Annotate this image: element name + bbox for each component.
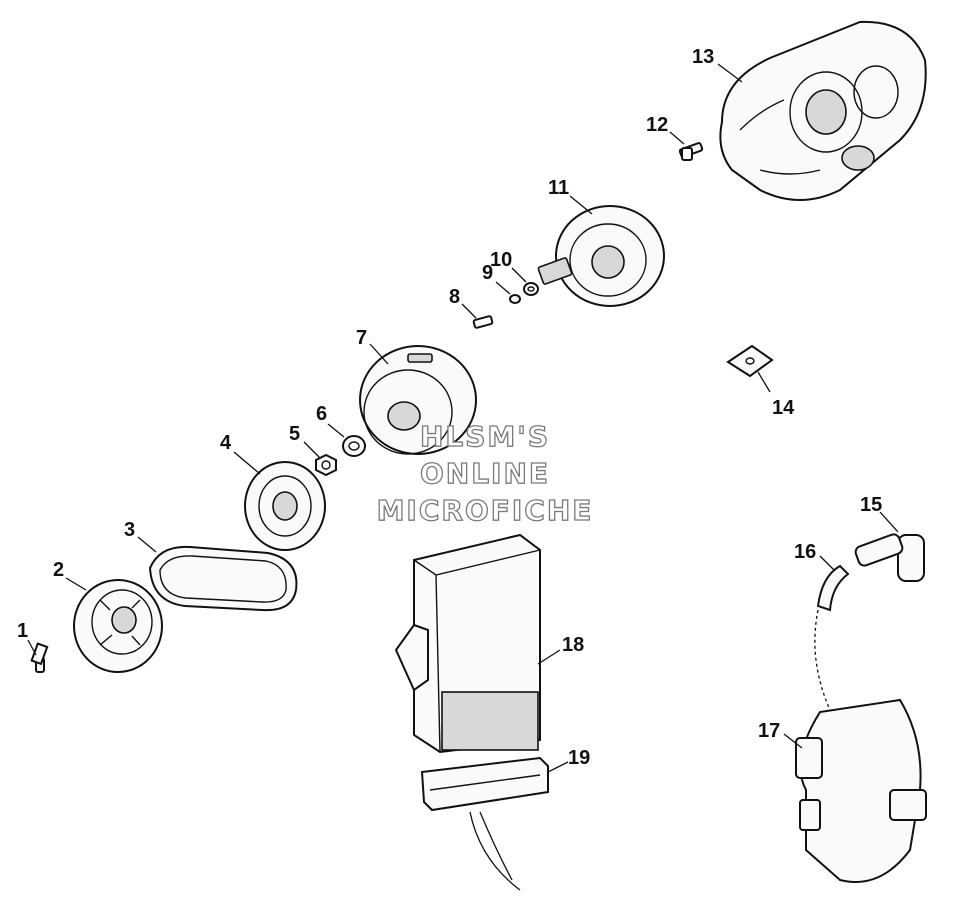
part-8-screw bbox=[472, 315, 494, 329]
part-2-starter-pulley bbox=[73, 579, 163, 673]
callout-17: 17 bbox=[758, 720, 780, 742]
part-9-washer bbox=[509, 294, 521, 304]
callout-15: 15 bbox=[860, 494, 882, 516]
part-5-nut bbox=[315, 453, 337, 477]
part-16-boot bbox=[816, 564, 850, 612]
callout-10: 10 bbox=[490, 249, 512, 271]
part-18-cdi-box bbox=[394, 533, 541, 754]
callout-5: 5 bbox=[289, 423, 300, 445]
callout-3: 3 bbox=[124, 519, 135, 541]
part-3-belt bbox=[148, 545, 298, 612]
callout-4: 4 bbox=[220, 432, 232, 454]
callout-8: 8 bbox=[449, 286, 460, 308]
callout-18: 18 bbox=[562, 634, 584, 656]
callout-12: 12 bbox=[646, 114, 668, 136]
part-13-housing bbox=[719, 20, 927, 201]
leader-lines bbox=[27, 63, 899, 773]
part-1-bolt bbox=[30, 642, 49, 673]
callout-1: 1 bbox=[17, 620, 28, 642]
part-12-bolt bbox=[678, 142, 704, 161]
callout-2: 2 bbox=[53, 559, 64, 581]
callout-labels: 1 2 3 4 5 6 7 8 9 10 11 12 13 14 15 16 1… bbox=[17, 46, 882, 769]
watermark: HLSM'S ONLINE MICROFICHE bbox=[376, 419, 594, 527]
callout-19: 19 bbox=[568, 747, 590, 769]
part-19-connector bbox=[420, 756, 549, 891]
part-11-stator bbox=[537, 205, 665, 307]
callout-11: 11 bbox=[548, 177, 569, 199]
callout-13: 13 bbox=[692, 46, 714, 68]
watermark-line-1: HLSM'S bbox=[420, 420, 550, 453]
callout-14: 14 bbox=[772, 397, 795, 419]
part-4-gear bbox=[244, 461, 326, 551]
part-14-clip bbox=[726, 344, 774, 378]
part-7-flywheel bbox=[359, 345, 477, 455]
watermark-line-3: MICROFICHE bbox=[377, 494, 594, 527]
callout-6: 6 bbox=[316, 403, 327, 425]
part-17-ignition-coil bbox=[795, 609, 927, 883]
part-10-spacer bbox=[523, 282, 539, 296]
callout-16: 16 bbox=[794, 541, 816, 563]
part-6-washer bbox=[342, 435, 366, 457]
callout-7: 7 bbox=[356, 327, 367, 349]
part-15-plug-cap bbox=[854, 533, 925, 582]
callout-9: 9 bbox=[482, 262, 493, 284]
watermark-line-2: ONLINE bbox=[420, 457, 550, 490]
